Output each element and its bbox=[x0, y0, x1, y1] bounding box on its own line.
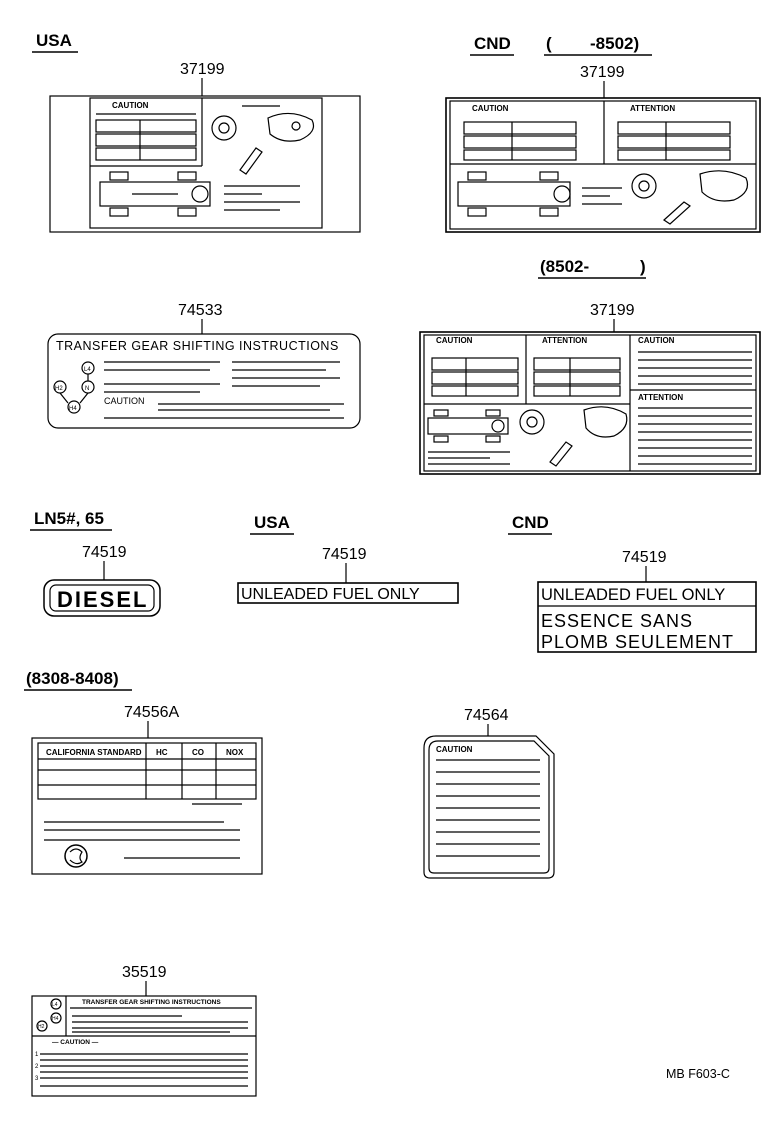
svg-text:L4: L4 bbox=[84, 367, 91, 373]
unleaded-text: UNLEADED FUEL ONLY bbox=[541, 586, 725, 604]
svg-text:H2: H2 bbox=[38, 1024, 45, 1030]
label-74556a: CALIFORNIA STANDARD HC CO NOX bbox=[31, 737, 263, 875]
part-number-37199-cnd: 37199 bbox=[580, 64, 625, 81]
part-number-35519: 35519 bbox=[122, 964, 167, 981]
svg-text:L4: L4 bbox=[52, 1002, 58, 1008]
plomb-text: PLOMB SEULEMENT bbox=[541, 632, 734, 652]
header-ln5: LN5#, 65 bbox=[34, 509, 104, 528]
svg-text:1: 1 bbox=[35, 1052, 39, 1058]
header-usa-top: USA bbox=[36, 31, 72, 50]
transfer-title-small: TRANSFER GEAR SHIFTING INSTRUCTIONS bbox=[82, 999, 221, 1006]
essence-text: ESSENCE SANS bbox=[541, 611, 693, 631]
part-number-74519-diesel: 74519 bbox=[82, 544, 127, 561]
attention-label: ATTENTION bbox=[630, 104, 675, 113]
label-37199-cnd2: CAUTION ATTENTION CAUTION ATTENTION bbox=[419, 331, 761, 475]
part-number-74556a: 74556A bbox=[124, 704, 179, 721]
part-number-74519-usa: 74519 bbox=[322, 546, 367, 563]
header-cnd-range2-close: ) bbox=[640, 257, 646, 276]
svg-text:3: 3 bbox=[35, 1076, 39, 1082]
part-number-37199-cnd2: 37199 bbox=[590, 302, 635, 319]
figure-code: MB F603-C bbox=[666, 1067, 730, 1081]
chassis-sketch-icon bbox=[427, 409, 509, 443]
emblem-icon bbox=[64, 844, 88, 868]
joint-sketch-icon bbox=[519, 406, 628, 467]
gear-shift-pattern-icon: L4 H4 H2 bbox=[36, 998, 62, 1032]
joint-sketch-icon bbox=[211, 105, 315, 175]
caution-label: CAUTION bbox=[436, 745, 473, 754]
part-number-74533: 74533 bbox=[178, 302, 223, 319]
transfer-title: TRANSFER GEAR SHIFTING INSTRUCTIONS bbox=[56, 339, 339, 353]
caution-small-label: — CAUTION — bbox=[52, 1039, 99, 1046]
label-35519: TRANSFER GEAR SHIFTING INSTRUCTIONS L4 H… bbox=[31, 995, 257, 1097]
caution-label: CAUTION bbox=[436, 336, 473, 345]
diesel-text: DIESEL bbox=[57, 587, 148, 612]
california-standard-label: CALIFORNIA STANDARD bbox=[46, 748, 142, 757]
label-74564: CAUTION bbox=[423, 735, 555, 879]
chassis-sketch-icon bbox=[99, 171, 211, 217]
part-number-74519-cnd: 74519 bbox=[622, 549, 667, 566]
caution-label: CAUTION bbox=[112, 101, 149, 110]
part-number-37199-usa: 37199 bbox=[180, 61, 225, 78]
label-37199-cnd: CAUTION ATTENTION bbox=[445, 97, 761, 233]
label-74519-diesel: DIESEL bbox=[43, 579, 161, 617]
caution-label: CAUTION bbox=[104, 396, 145, 406]
attention-label: ATTENTION bbox=[638, 393, 683, 402]
header-usa-mid: USA bbox=[254, 513, 290, 532]
header-cnd-top: CND bbox=[474, 34, 511, 53]
svg-text:2: 2 bbox=[35, 1064, 39, 1070]
label-37199-usa: CAUTION bbox=[49, 95, 361, 233]
nox-label: NOX bbox=[226, 748, 244, 757]
header-cnd-range2: (8502- bbox=[540, 257, 589, 276]
label-74519-usa: UNLEADED FUEL ONLY bbox=[237, 582, 459, 604]
svg-text:N: N bbox=[85, 386, 89, 392]
label-74533: TRANSFER GEAR SHIFTING INSTRUCTIONS L4 N… bbox=[47, 333, 361, 429]
svg-text:H2: H2 bbox=[55, 386, 63, 392]
attention-label: ATTENTION bbox=[542, 336, 587, 345]
gear-shift-pattern-icon: L4 N H2 H4 bbox=[53, 361, 95, 414]
caution-label: CAUTION bbox=[472, 104, 509, 113]
hc-label: HC bbox=[156, 748, 168, 757]
label-74519-cnd: UNLEADED FUEL ONLY ESSENCE SANS PLOMB SE… bbox=[537, 581, 757, 653]
chassis-sketch-icon bbox=[457, 171, 571, 217]
unleaded-text: UNLEADED FUEL ONLY bbox=[241, 586, 420, 603]
co-label: CO bbox=[192, 748, 204, 757]
header-cnd-mid: CND bbox=[512, 513, 549, 532]
part-number-74564: 74564 bbox=[464, 707, 509, 724]
header-cnd-range: -8502) bbox=[590, 34, 639, 53]
joint-sketch-icon bbox=[631, 170, 749, 225]
svg-text:H4: H4 bbox=[52, 1016, 59, 1022]
svg-text:H4: H4 bbox=[69, 406, 77, 412]
header-cnd-range-open: ( bbox=[546, 34, 552, 53]
header-range-8308: (8308-8408) bbox=[26, 669, 119, 688]
caution-label: CAUTION bbox=[638, 336, 675, 345]
